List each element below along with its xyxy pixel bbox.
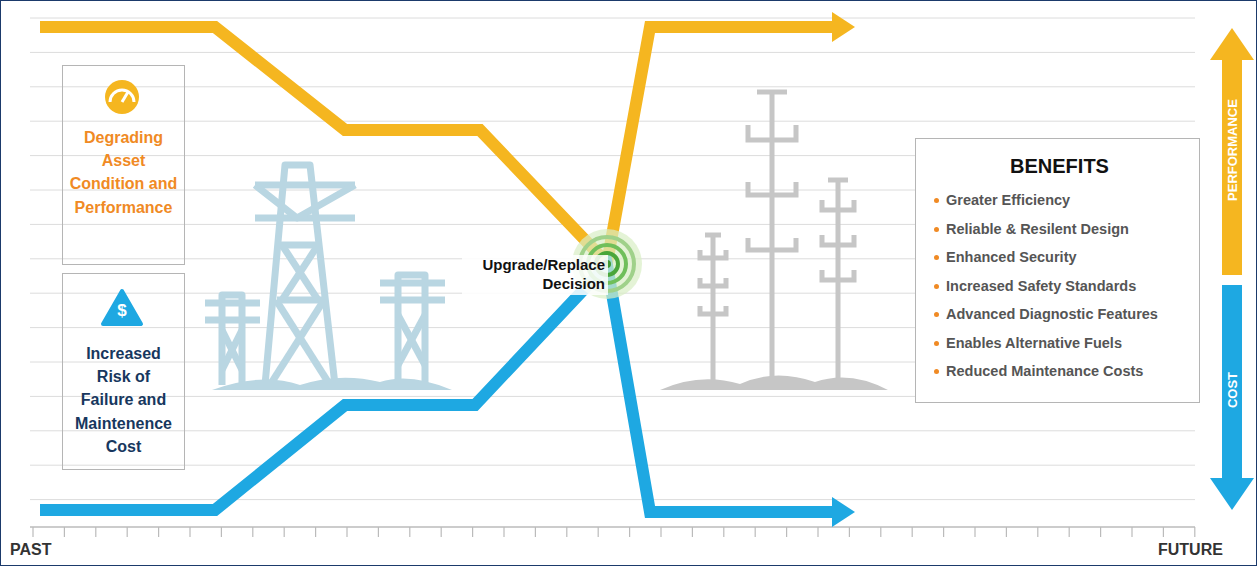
box-text: Increased Risk of Failure and Maintenenc… — [69, 342, 178, 458]
benefits-box: BENEFITS Greater EfficiencyReliable & Res… — [915, 138, 1200, 403]
benefit-item: Reduced Maintenance Costs — [934, 357, 1185, 386]
bullet — [934, 198, 939, 203]
bullet — [934, 255, 939, 260]
bullet — [934, 284, 939, 289]
benefit-item: Enhanced Security — [934, 243, 1185, 272]
legend-box: Degrading Asset Condition and Performanc… — [62, 65, 185, 265]
benefit-item: Advanced Diagnostic Features — [934, 300, 1185, 329]
benefit-item: Enables Alternative Fuels — [934, 329, 1185, 358]
benefit-item: Increased Safety Standards — [934, 272, 1185, 301]
icon-symbol: $ — [117, 301, 126, 321]
axis-arrow-label: COST — [1225, 372, 1240, 408]
benefit-item: Reliable & Resilent Design — [934, 215, 1185, 244]
axis-arrow-label: PERFORMANCE — [1225, 99, 1240, 201]
benefits-heading: BENEFITS — [934, 155, 1185, 178]
bullet — [934, 369, 939, 374]
bullet — [934, 312, 939, 317]
box-text: Degrading Asset Condition and Performanc… — [69, 126, 178, 219]
axis-label: PAST — [10, 541, 51, 559]
benefit-item: Greater Efficiency — [934, 186, 1185, 215]
bullet — [934, 227, 939, 232]
bullet — [934, 341, 939, 346]
axis-label: FUTURE — [1158, 541, 1223, 559]
decision-label: Upgrade/Replace Decision — [462, 255, 608, 295]
